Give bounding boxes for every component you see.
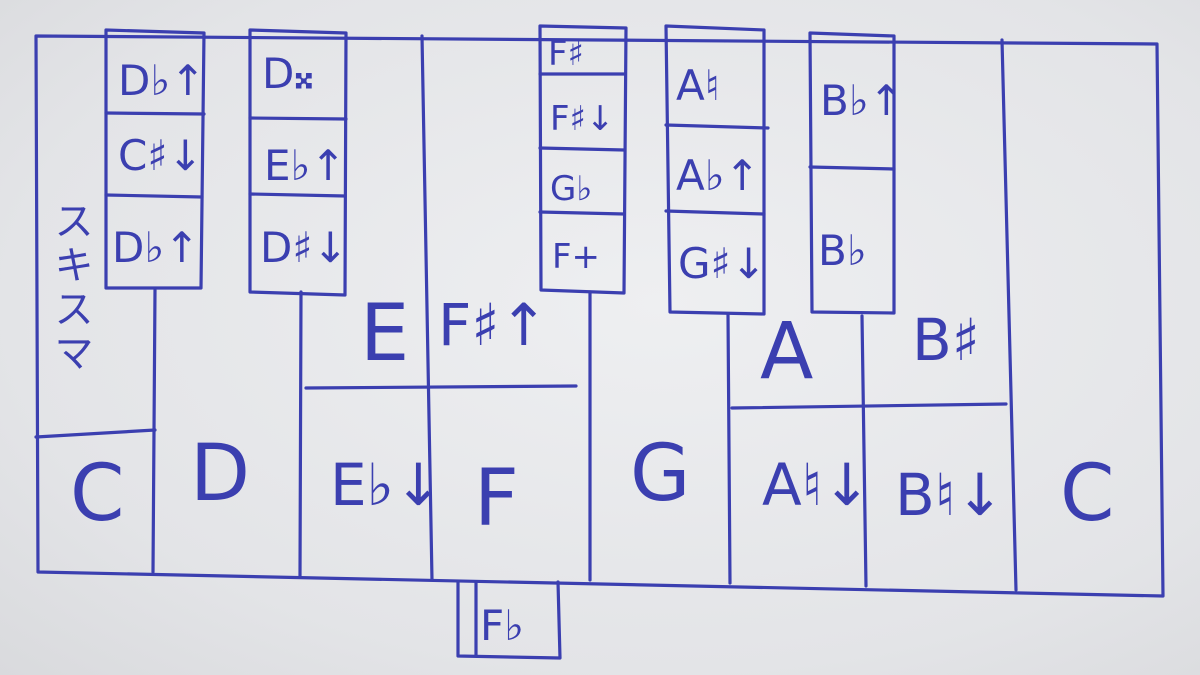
note-e-flat-natural: E♭↓ — [330, 451, 443, 519]
note-e: E — [360, 289, 409, 379]
note-a: A — [760, 307, 813, 397]
note-f: F — [474, 454, 519, 544]
bk5-top: B♭↑ — [820, 76, 904, 125]
note-c-high: C — [1060, 449, 1114, 539]
row-divider — [730, 402, 1008, 410]
bk3-3: G♭ — [550, 169, 592, 209]
note-b-sharp: B♯ — [912, 306, 980, 374]
black-key-1 — [104, 28, 206, 290]
below-box-label: F♭ — [480, 601, 524, 650]
note-d: D — [190, 429, 250, 519]
note-c-low: C — [70, 449, 124, 539]
bk4-mid: A♭↑ — [676, 151, 760, 200]
row-divider — [34, 428, 157, 439]
note-b-natural-down: B♮↓ — [895, 461, 1004, 529]
bk1-bottom: D♭↑ — [112, 223, 199, 272]
black-key-2 — [248, 28, 348, 297]
black-key-3 — [538, 24, 628, 295]
key-divider — [726, 312, 732, 585]
bk4-bottom: G♯↓ — [678, 239, 766, 288]
black-key-5 — [808, 31, 896, 315]
bk2-mid: E♭↑ — [264, 141, 346, 190]
note-g: G — [630, 429, 690, 519]
bk3-top: F♯ — [548, 34, 584, 74]
key-divider — [1000, 38, 1018, 592]
bk3-4: F+ — [552, 237, 600, 277]
below-box — [456, 580, 562, 660]
black-key-4 — [664, 24, 766, 316]
bk4-top: A♮ — [676, 61, 720, 110]
bk2-bottom: D♯↓ — [260, 223, 348, 272]
bk1-mid: C♯↓ — [118, 131, 203, 180]
note-a-natural: A♮↓ — [762, 451, 871, 519]
bk2-top: D𝄪 — [262, 49, 313, 98]
bk5-bottom: B♭ — [818, 226, 867, 275]
side-label: スキスマ — [47, 200, 93, 376]
bk3-2: F♯↓ — [550, 99, 615, 139]
key-divider — [860, 314, 868, 588]
bk1-top: D♭↑ — [118, 56, 205, 105]
row-divider — [304, 384, 578, 390]
diagram-outer-frame — [34, 34, 1165, 598]
note-f-sharp-natural: F♯↑ — [438, 291, 548, 359]
key-divider — [420, 34, 434, 582]
key-divider — [298, 290, 303, 578]
